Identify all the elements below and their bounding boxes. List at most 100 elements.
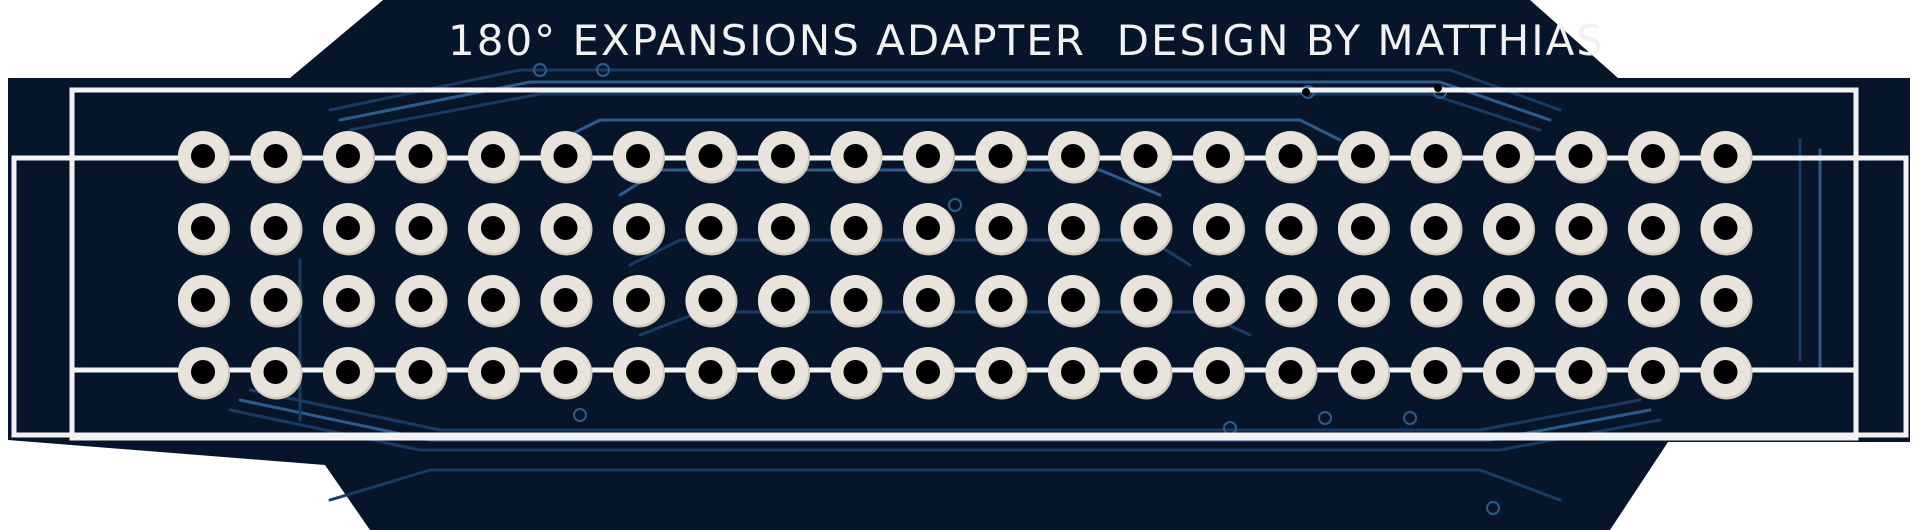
copper-trace — [558, 118, 1342, 142]
through-hole-pad — [1555, 347, 1608, 400]
through-hole-pad — [250, 275, 303, 328]
through-hole-pad — [903, 131, 955, 184]
through-hole-pad — [975, 275, 1028, 328]
through-hole-pad — [758, 347, 810, 400]
through-hole-pad — [613, 203, 665, 256]
through-hole-pad — [830, 131, 883, 184]
through-hole-pad — [468, 275, 520, 328]
through-hole-pad — [323, 347, 375, 400]
through-hole-pad — [395, 347, 448, 400]
through-hole-pad — [1120, 131, 1173, 184]
through-hole-pad — [1555, 203, 1608, 256]
through-hole-pad — [1410, 275, 1463, 328]
through-hole-pad — [323, 275, 375, 328]
via — [1403, 411, 1417, 425]
through-hole-pad — [830, 275, 883, 328]
through-hole-pad — [1700, 347, 1753, 400]
through-hole-pad — [1483, 203, 1535, 256]
through-hole-pad — [1700, 203, 1753, 256]
through-hole-pad — [250, 203, 303, 256]
copper-trace — [348, 92, 1542, 132]
through-hole-pad — [975, 347, 1028, 400]
through-hole-pad — [1048, 131, 1100, 184]
through-hole-pad — [1120, 275, 1173, 328]
through-hole-pad — [323, 131, 375, 184]
silkscreen-label: 180° EXPANSIONS ADAPTER DESIGN BY MATTHI… — [448, 16, 1606, 65]
through-hole-pad — [468, 347, 520, 400]
through-hole-pad — [1048, 203, 1100, 256]
through-hole-pad — [830, 347, 883, 400]
through-hole-pad — [1555, 275, 1608, 328]
through-hole-pad — [1265, 347, 1318, 400]
through-hole-pad — [1048, 347, 1100, 400]
via — [948, 198, 962, 212]
through-hole-pad — [758, 275, 810, 328]
through-hole-pad — [1265, 275, 1318, 328]
through-hole-pad — [1483, 275, 1535, 328]
through-hole-pad — [1628, 131, 1680, 184]
through-hole-pad — [613, 275, 665, 328]
through-hole-pad — [395, 275, 448, 328]
through-hole-pad — [903, 203, 955, 256]
through-hole-pad — [540, 203, 593, 256]
through-hole-pad — [468, 131, 520, 184]
through-hole-pad — [903, 347, 955, 400]
through-hole-pad — [250, 347, 303, 400]
through-hole-pad — [758, 203, 810, 256]
through-hole-pad — [323, 203, 375, 256]
through-hole-pad — [540, 275, 593, 328]
through-hole-pad — [540, 347, 593, 400]
through-hole-pad — [178, 131, 230, 184]
through-hole-pad — [1628, 347, 1680, 400]
through-hole-pad — [1628, 203, 1680, 256]
through-hole-pad — [1193, 131, 1245, 184]
through-hole-pad — [903, 275, 955, 328]
through-hole-pad — [975, 203, 1028, 256]
through-hole-pad — [1483, 347, 1535, 400]
through-hole-pad — [178, 347, 230, 400]
silkscreen-dot — [1302, 88, 1310, 96]
through-hole-pad — [1410, 203, 1463, 256]
through-hole-pad — [250, 131, 303, 184]
pad-array — [178, 131, 1753, 400]
through-hole-pad — [1555, 131, 1608, 184]
through-hole-pad — [1628, 275, 1680, 328]
copper-trace — [248, 388, 1642, 432]
through-hole-pad — [830, 203, 883, 256]
through-hole-pad — [685, 203, 738, 256]
through-hole-pad — [1048, 275, 1100, 328]
copper-trace — [328, 468, 1562, 502]
silkscreen-outline — [11, 84, 1909, 441]
through-hole-pad — [1193, 203, 1245, 256]
through-hole-pad — [540, 131, 593, 184]
through-hole-pad — [1338, 347, 1390, 400]
through-hole-pad — [758, 131, 810, 184]
copper-trace — [338, 80, 1552, 122]
through-hole-pad — [1338, 131, 1390, 184]
through-hole-pad — [178, 203, 230, 256]
via — [1318, 411, 1332, 425]
through-hole-pad — [975, 131, 1028, 184]
through-hole-pad — [1700, 131, 1753, 184]
through-hole-pad — [1338, 275, 1390, 328]
via — [596, 63, 610, 77]
via — [573, 408, 587, 422]
through-hole-pad — [395, 203, 448, 256]
through-hole-pad — [395, 131, 448, 184]
via — [1486, 501, 1500, 515]
through-hole-pad — [1193, 275, 1245, 328]
through-hole-pad — [1700, 275, 1753, 328]
through-hole-pad — [685, 275, 738, 328]
through-hole-pad — [1120, 203, 1173, 256]
through-hole-pad — [685, 131, 738, 184]
through-hole-pad — [613, 131, 665, 184]
silkscreen-rect — [69, 367, 1859, 441]
through-hole-pad — [1483, 131, 1535, 184]
through-hole-pad — [468, 203, 520, 256]
through-hole-pad — [1410, 131, 1463, 184]
through-hole-pad — [1193, 347, 1245, 400]
silkscreen-dot — [1434, 84, 1442, 92]
through-hole-pad — [1120, 347, 1173, 400]
